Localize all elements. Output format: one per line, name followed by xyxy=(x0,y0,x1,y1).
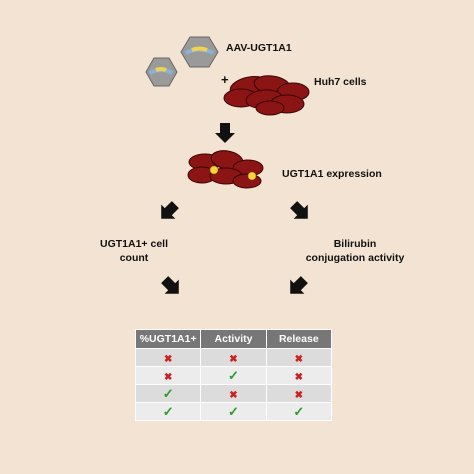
column-header: %UGT1A1+ xyxy=(134,329,202,349)
arrow-left-down-icon xyxy=(283,272,312,301)
cross-icon: ✖ xyxy=(134,366,202,385)
cross-icon: ✖ xyxy=(265,384,333,403)
cross-icon: ✖ xyxy=(200,348,267,367)
aav-capsid-icon xyxy=(180,36,219,68)
results-table: %UGT1A1+ Activity Release ✖✖✖✖✓✖✓✖✖✓✓✓ xyxy=(134,329,333,421)
aav-capsid-icon xyxy=(145,57,178,87)
conjugation-label-line2: conjugation activity xyxy=(305,252,405,264)
arrow-down-icon xyxy=(215,123,235,143)
check-icon: ✓ xyxy=(134,402,202,421)
expression-dot-icon xyxy=(247,171,257,181)
arrow-right-down-icon xyxy=(157,272,186,301)
cross-icon: ✖ xyxy=(200,384,267,403)
huh7-cells-icon xyxy=(223,75,310,116)
cross-icon: ✖ xyxy=(265,348,333,367)
check-icon: ✓ xyxy=(265,402,333,421)
count-label-line2: count xyxy=(119,252,149,264)
table-row: ✓✖✖ xyxy=(134,384,333,403)
expression-dot-icon xyxy=(209,165,219,175)
column-header: Release xyxy=(265,329,333,349)
table-header-row: %UGT1A1+ Activity Release xyxy=(134,329,333,349)
plus-sign: + xyxy=(221,72,229,87)
cross-icon: ✖ xyxy=(265,366,333,385)
column-header: Activity xyxy=(200,329,267,349)
expression-label: UGT1A1 expression xyxy=(282,168,382,180)
arrow-right-down-icon xyxy=(286,197,315,226)
table-row: ✖✓✖ xyxy=(134,366,333,385)
check-icon: ✓ xyxy=(200,366,267,385)
arrow-left-down-icon xyxy=(154,197,183,226)
expressing-cells-icon xyxy=(187,150,264,189)
cells-label: Huh7 cells xyxy=(314,76,367,88)
table-row: ✖✖✖ xyxy=(134,348,333,367)
vector-label: AAV-UGT1A1 xyxy=(226,42,292,54)
conjugation-label-line1: Bilirubin xyxy=(333,238,377,250)
cross-icon: ✖ xyxy=(134,348,202,367)
count-label-line1: UGT1A1+ cell xyxy=(100,238,168,250)
check-icon: ✓ xyxy=(200,402,267,421)
check-icon: ✓ xyxy=(134,384,202,403)
table-row: ✓✓✓ xyxy=(134,402,333,421)
